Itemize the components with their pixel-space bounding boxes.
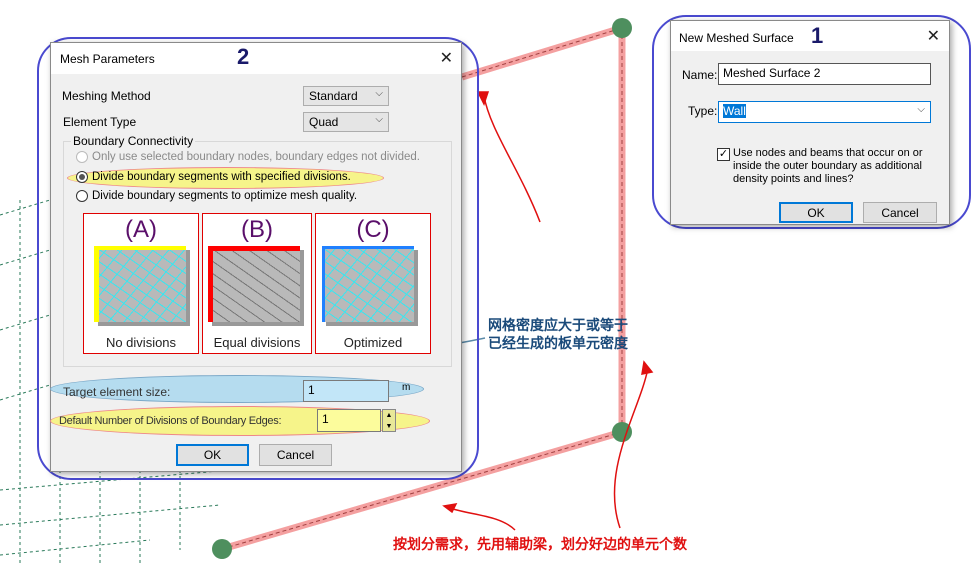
spin-down-icon[interactable]: ▼ xyxy=(385,423,393,430)
cancel-button[interactable]: Cancel xyxy=(259,444,332,466)
divisions-spinner[interactable]: ▲▼ xyxy=(382,409,396,432)
beams xyxy=(221,24,626,553)
step-number: 2 xyxy=(237,44,250,69)
step-2-outline xyxy=(37,37,479,480)
type-value: Wall xyxy=(723,104,746,118)
chevron-down-icon: ⌵ xyxy=(917,104,925,115)
mesh-image xyxy=(208,246,300,322)
picture-caption: No divisions xyxy=(105,335,177,350)
density-note-line1: 网格密度应大于或等于 xyxy=(488,318,628,334)
name-label: Name: xyxy=(682,68,718,82)
density-note: 网格密度应大于或等于 已经生成的板单元密度 xyxy=(488,317,628,353)
option-label: Only use selected boundary nodes, bounda… xyxy=(92,151,420,163)
spin-up-icon[interactable]: ▲ xyxy=(385,412,393,419)
additional-density-checkbox[interactable]: ✓ xyxy=(717,148,730,161)
title-bar: New Meshed Surface 1 ✕ xyxy=(671,21,949,51)
red-arrows xyxy=(442,91,654,531)
dialog-title: New Meshed Surface xyxy=(679,31,794,45)
group-label: Boundary Connectivity xyxy=(71,134,196,148)
picture-equal-divisions: (B) Equal divisions xyxy=(202,213,312,354)
title-bar: Mesh Parameters 2 ✕ xyxy=(51,43,461,74)
chevron-down-icon: ⌵ xyxy=(375,88,383,99)
type-select[interactable]: Wall ⌵ xyxy=(718,101,931,123)
cancel-button[interactable]: Cancel xyxy=(863,202,937,223)
picture-letter: (A) xyxy=(125,216,157,243)
dialog-title: Mesh Parameters xyxy=(60,52,155,66)
mesh-parameters-dialog: Mesh Parameters 2 ✕ Meshing Method Stand… xyxy=(50,42,462,472)
close-icon[interactable]: ✕ xyxy=(439,50,453,67)
element-type-value: Quad xyxy=(309,115,339,129)
division-note: 按划分需求，先用辅助梁，划分好边的单元个数 xyxy=(393,537,687,553)
close-icon[interactable]: ✕ xyxy=(926,28,940,45)
ok-button[interactable]: OK xyxy=(176,444,249,466)
picture-letter: (C) xyxy=(356,216,390,243)
checkbox-label: Use nodes and beams that occur on or ins… xyxy=(733,147,923,185)
mesh-image xyxy=(322,246,414,322)
picture-optimized: (C) Optimized xyxy=(315,213,431,354)
nodes xyxy=(212,18,632,559)
radio-circle xyxy=(76,190,88,202)
type-label: Type: xyxy=(688,104,718,118)
step-number: 1 xyxy=(811,23,824,48)
target-size-input[interactable]: 1 xyxy=(303,380,389,402)
picture-caption: Optimized xyxy=(343,335,403,350)
option-label: Divide boundary segments with specified … xyxy=(92,171,351,183)
picture-caption: Equal divisions xyxy=(213,335,301,350)
target-size-label: Target element size: xyxy=(63,385,171,399)
boundary-connectivity-group xyxy=(63,141,452,367)
new-meshed-surface-dialog: New Meshed Surface 1 ✕ Name: Meshed Surf… xyxy=(670,20,950,225)
divisions-input[interactable]: 1 xyxy=(317,409,381,432)
ok-button[interactable]: OK xyxy=(779,202,853,223)
name-input[interactable]: Meshed Surface 2 xyxy=(718,63,931,85)
unit-label: m xyxy=(402,382,411,393)
grid-lines xyxy=(0,199,231,564)
chevron-down-icon: ⌵ xyxy=(375,114,383,125)
radio-optimize[interactable]: Divide boundary segments to optimize mes… xyxy=(76,190,357,202)
divisions-label: Default Number of Divisions of Boundary … xyxy=(59,415,282,427)
element-type-select[interactable]: Quad ⌵ xyxy=(303,112,389,132)
step-1-outline xyxy=(652,15,971,229)
picture-letter: (B) xyxy=(241,216,273,243)
meshing-method-select[interactable]: Standard ⌵ xyxy=(303,86,389,106)
picture-no-divisions: (A) No divisions xyxy=(83,213,199,354)
highlight-ellipse xyxy=(67,167,384,189)
meshing-method-label: Meshing Method xyxy=(62,89,151,103)
meshing-method-value: Standard xyxy=(309,89,358,103)
option-label: Divide boundary segments to optimize mes… xyxy=(92,190,358,202)
mesh-image xyxy=(94,246,186,322)
radio-circle xyxy=(76,171,88,183)
element-type-label: Element Type xyxy=(63,115,137,129)
radio-circle xyxy=(76,151,88,163)
radio-specified-divisions[interactable]: Divide boundary segments with specified … xyxy=(76,171,351,183)
radio-no-divisions[interactable]: Only use selected boundary nodes, bounda… xyxy=(76,151,420,163)
density-note-line2: 已经生成的板单元密度 xyxy=(488,336,628,352)
